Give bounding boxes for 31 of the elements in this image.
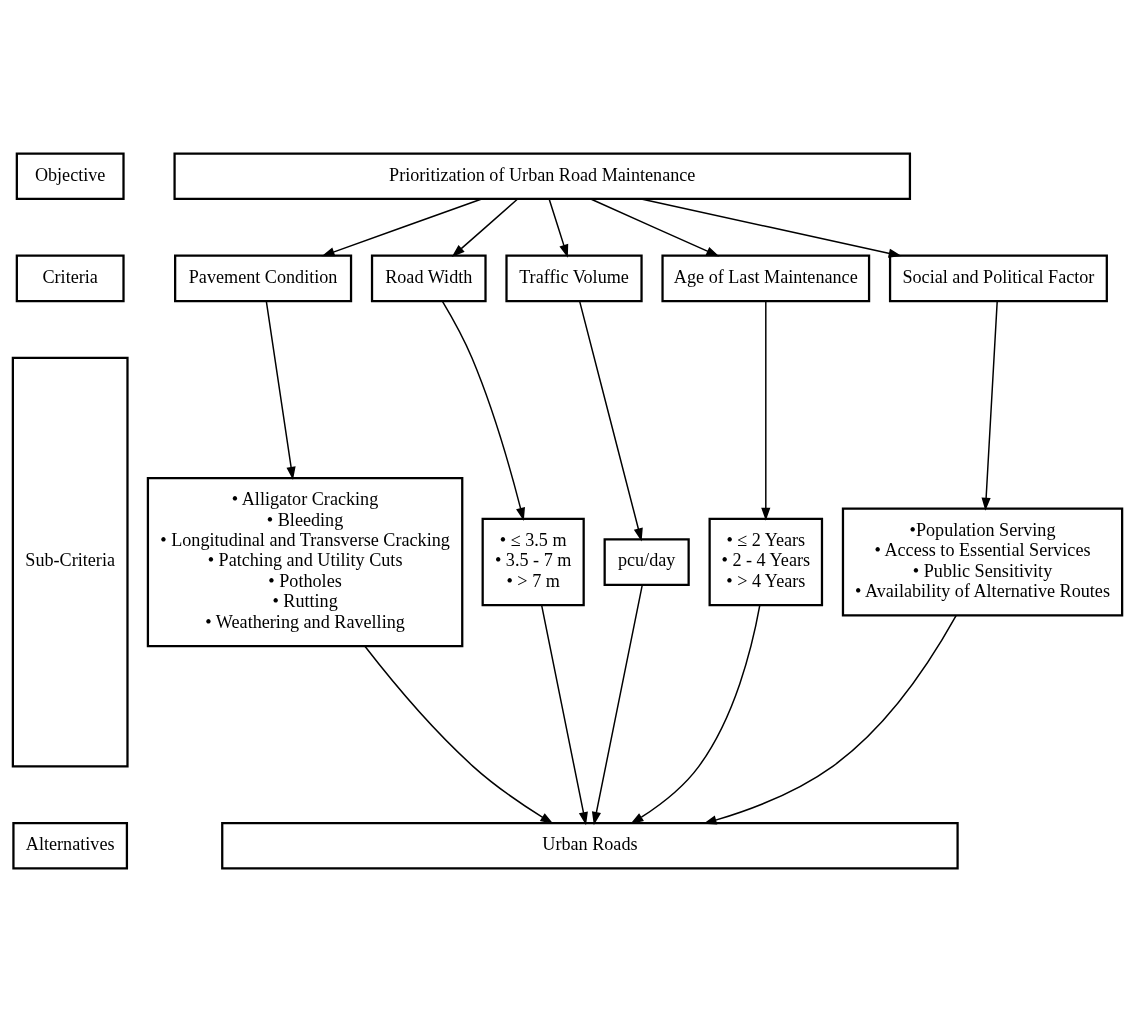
node-box: Criteria <box>15 254 125 303</box>
arrow <box>265 300 296 481</box>
node-box: Pavement Condition <box>174 254 353 303</box>
arrow <box>548 198 569 258</box>
arrow <box>591 584 644 826</box>
arrow <box>640 198 902 258</box>
node-box: •Population Serving • Access to Essential Services • Public Sensitivity • Availability of Alternative Routes <box>841 507 1124 617</box>
node-box: Age of Last Maintenance <box>661 254 871 303</box>
arrow <box>761 300 771 521</box>
arrow <box>578 300 643 542</box>
node-box: Traffic Volume <box>505 254 643 303</box>
arrow <box>703 614 957 825</box>
arrow <box>630 604 761 825</box>
arrow <box>364 645 554 825</box>
node-box: Objective <box>15 152 125 201</box>
arrow <box>451 198 519 258</box>
node-box: pcu/day <box>603 538 690 586</box>
arrow <box>540 604 588 826</box>
arrow <box>441 300 525 521</box>
node-box: Alternatives <box>12 821 129 870</box>
node-box: Social and Political Factor <box>888 254 1108 303</box>
node-box: • ≤ 3.5 m • 3.5 - 7 m • > 7 m <box>481 517 585 607</box>
arrow <box>321 198 483 257</box>
arrow <box>590 198 720 257</box>
node-box: Urban Roads <box>221 821 959 870</box>
node-box: Sub-Criteria <box>11 356 129 768</box>
node-box: Road Width <box>370 254 487 303</box>
node-box: Prioritization of Urban Road Maintenance <box>173 152 912 201</box>
node-box: • ≤ 2 Years • 2 - 4 Years • > 4 Years <box>708 517 824 607</box>
arrow <box>981 300 998 511</box>
node-box: • Alligator Cracking • Bleeding • Longitudinal and Transverse Cracking • Patching and Utility Cuts • Potholes • Rutting • Weathering and Ravelling <box>146 476 464 648</box>
